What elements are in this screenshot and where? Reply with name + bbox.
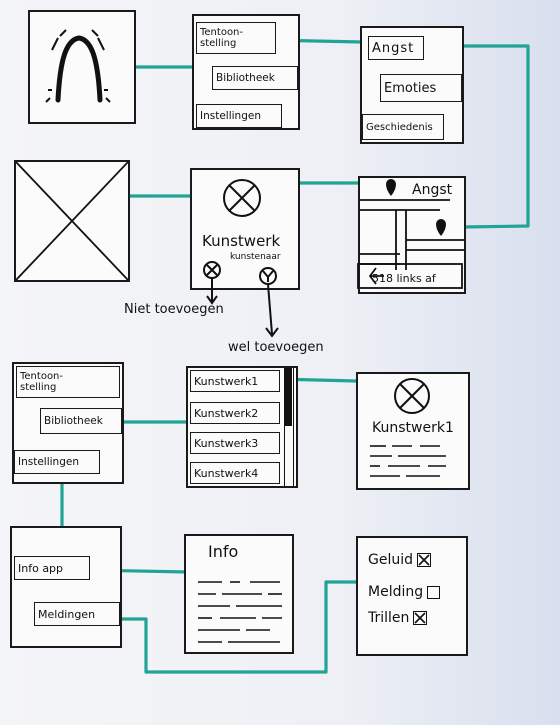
detail-title: Kunstwerk1 xyxy=(372,420,454,436)
info-screen: Info xyxy=(184,534,294,654)
tentoonstelling-button-2[interactable]: Tentoon- stelling xyxy=(16,366,120,398)
check-icon xyxy=(414,612,426,624)
bibliotheek-button-2[interactable]: Bibliotheek xyxy=(40,408,122,434)
meldingen-button[interactable]: Meldingen xyxy=(34,602,120,626)
reject-label[interactable]: Niet toevoegen xyxy=(124,302,224,317)
setting-label: Trillen xyxy=(368,610,410,626)
list-item[interactable]: Kunstwerk3 xyxy=(190,432,280,454)
home-screen xyxy=(28,10,136,124)
main-menu-screen: Tentoon- stelling Bibliotheek Instelling… xyxy=(192,14,300,130)
setting-label: Geluid xyxy=(368,552,414,568)
list-item[interactable]: Kunstwerk1 xyxy=(190,370,280,392)
geschiedenis-button[interactable]: Geschiedenis xyxy=(362,114,444,140)
list-item[interactable]: Kunstwerk4 xyxy=(190,462,280,484)
tentoonstelling-button[interactable]: Tentoon- stelling xyxy=(196,22,276,54)
bibliotheek-button[interactable]: Bibliotheek xyxy=(212,66,298,90)
scrollbar-thumb[interactable] xyxy=(285,368,292,426)
accept-label[interactable]: wel toevoegen xyxy=(228,340,324,355)
map-screen: Angst 518 links af xyxy=(358,176,466,294)
settings-screen: Info app Meldingen xyxy=(10,526,122,648)
main-menu-screen-2: Tentoon- stelling Bibliotheek Instelling… xyxy=(12,362,124,484)
instellingen-button-2[interactable]: Instellingen xyxy=(14,450,100,474)
list-item[interactable]: Kunstwerk2 xyxy=(190,402,280,424)
category-menu-screen: Angst Emoties Geschiedenis xyxy=(360,26,464,144)
setting-row-trillen[interactable]: Trillen xyxy=(368,610,428,626)
artwork-detail-screen: Kunstwerk1 xyxy=(356,372,470,490)
info-title: Info xyxy=(208,542,239,561)
angst-button[interactable]: Angst xyxy=(368,36,424,60)
artwork-artist: kunstenaar xyxy=(230,252,281,262)
map-direction: 518 links af xyxy=(372,272,436,285)
scrollbar-track[interactable] xyxy=(284,368,294,488)
setting-row-melding[interactable]: Melding xyxy=(368,584,441,600)
emoties-button[interactable]: Emoties xyxy=(380,74,462,102)
check-icon xyxy=(418,554,430,566)
checkbox-checked[interactable] xyxy=(413,611,428,625)
checkbox-checked[interactable] xyxy=(417,553,432,567)
map-title: Angst xyxy=(412,182,453,198)
image-placeholder-screen xyxy=(14,160,130,282)
checkbox-unchecked[interactable] xyxy=(427,585,441,599)
info-app-button[interactable]: Info app xyxy=(14,556,90,580)
artwork-screen: Kunstwerk kunstenaar xyxy=(190,168,300,290)
artwork-list-screen: Kunstwerk1 Kunstwerk2 Kunstwerk3 Kunstwe… xyxy=(186,366,298,488)
instellingen-button[interactable]: Instellingen xyxy=(196,104,282,128)
artwork-title: Kunstwerk xyxy=(202,232,281,250)
notifications-screen: Geluid Melding Trillen xyxy=(356,536,468,656)
setting-label: Melding xyxy=(368,584,424,600)
setting-row-geluid[interactable]: Geluid xyxy=(368,552,432,568)
